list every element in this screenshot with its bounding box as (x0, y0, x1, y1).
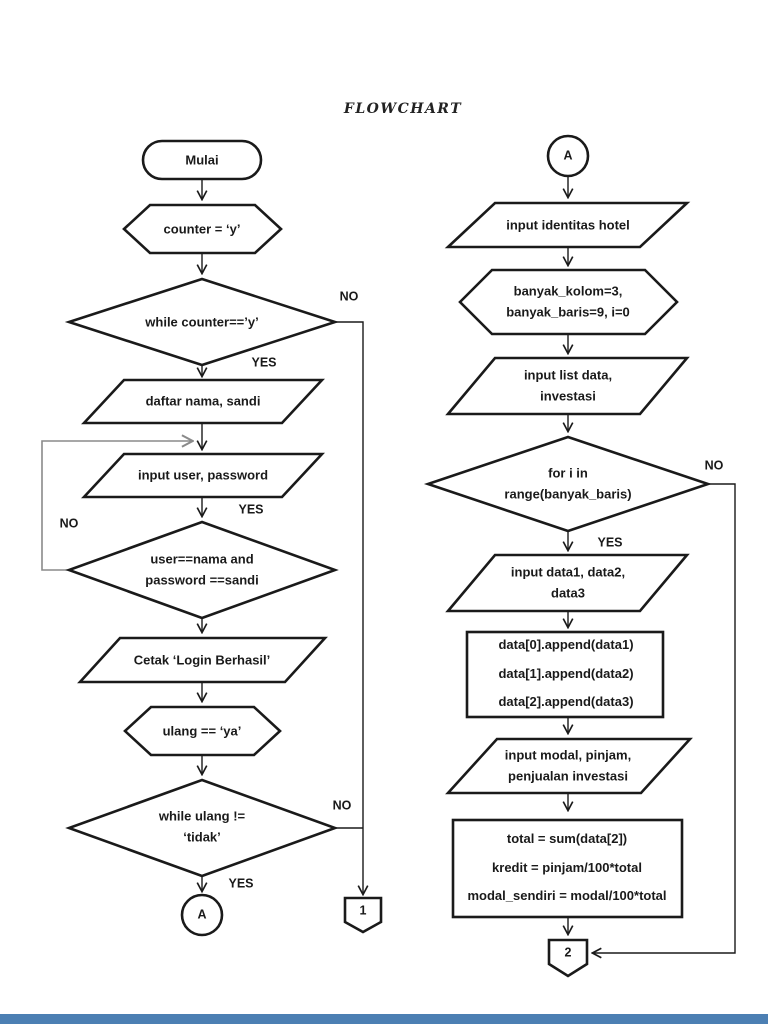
no-label-for-loop: NO (704, 458, 724, 473)
no-branch-for-loop (593, 483, 736, 953)
input-list-io-shape (445, 356, 690, 416)
while-counter-label: while counter==’y’ (145, 314, 259, 330)
connector-a-right-label: A (563, 148, 573, 163)
start-node-label: Mulai (185, 152, 219, 168)
input-modal-io-shape (445, 737, 693, 795)
set-counter-shape (122, 203, 283, 255)
daftar-io-shape (81, 378, 325, 425)
daftar-label: daftar nama, sandi (145, 393, 261, 409)
connector-a-left-label: A (197, 907, 207, 922)
input-modal-label: input modal, pinjam, penjualan investasi (504, 747, 632, 784)
calc-process-shape (451, 818, 684, 919)
append-process-label: data[0].append(data1) data[1].append(dat… (498, 637, 634, 710)
no-loop-back-arrow (41, 441, 192, 571)
input-user-io-shape (81, 452, 325, 499)
for-loop-label: for i in range(banyak_baris) (504, 465, 632, 502)
init-vars-label: banyak_kolom=3, banyak_baris=9, i=0 (506, 283, 630, 320)
init-vars-shape (458, 268, 679, 336)
offpage-2-shape (547, 938, 589, 978)
no-label-while-ulang: NO (332, 798, 352, 813)
no-label-check: NO (59, 516, 79, 531)
offpage-2-label: 2 (564, 945, 572, 960)
page-title: FLOWCHART (343, 101, 463, 117)
while-counter-decision-shape (64, 277, 340, 367)
page-bottom-bar (0, 1014, 768, 1024)
no-branch-while-counter (335, 321, 363, 894)
check-credentials-decision-shape (65, 520, 339, 620)
yes-label-while-counter: YES (251, 355, 277, 370)
input-user-label: input user, password (137, 467, 269, 483)
append-process-shape (465, 630, 665, 719)
set-ulang-shape (123, 705, 282, 757)
connector-a-left-shape (180, 893, 224, 937)
for-loop-decision-shape (423, 435, 713, 533)
input-identitas-label: input identitas hotel (506, 217, 630, 233)
no-label-while-counter: NO (339, 289, 359, 304)
yes-label-check: YES (238, 502, 264, 517)
while-ulang-label: while ulang != ‘tidak’ (158, 808, 246, 845)
set-counter-label: counter = ‘y’ (163, 221, 241, 237)
yes-label-while-ulang: YES (228, 876, 254, 891)
input-list-label: input list data, investasi (523, 367, 613, 404)
input-data-label: input data1, data2, data3 (510, 564, 626, 601)
check-credentials-label: user==nama and password ==sandi (145, 551, 259, 588)
calc-process-label: total = sum(data[2]) kredit = pinjam/100… (467, 831, 667, 904)
offpage-1-shape (343, 896, 383, 934)
print-success-label: Cetak ‘Login Berhasil’ (133, 652, 271, 668)
flow-arrows (202, 176, 736, 953)
offpage-1-label: 1 (359, 903, 367, 918)
while-ulang-decision-shape (65, 778, 339, 878)
input-identitas-io-shape (444, 201, 691, 249)
start-node-shape (141, 139, 263, 181)
set-ulang-label: ulang == ‘ya’ (162, 723, 242, 739)
input-data-io-shape (445, 553, 690, 613)
yes-label-for-loop: YES (597, 535, 623, 550)
connector-a-right-shape (546, 134, 590, 178)
print-success-io-shape (77, 636, 328, 684)
